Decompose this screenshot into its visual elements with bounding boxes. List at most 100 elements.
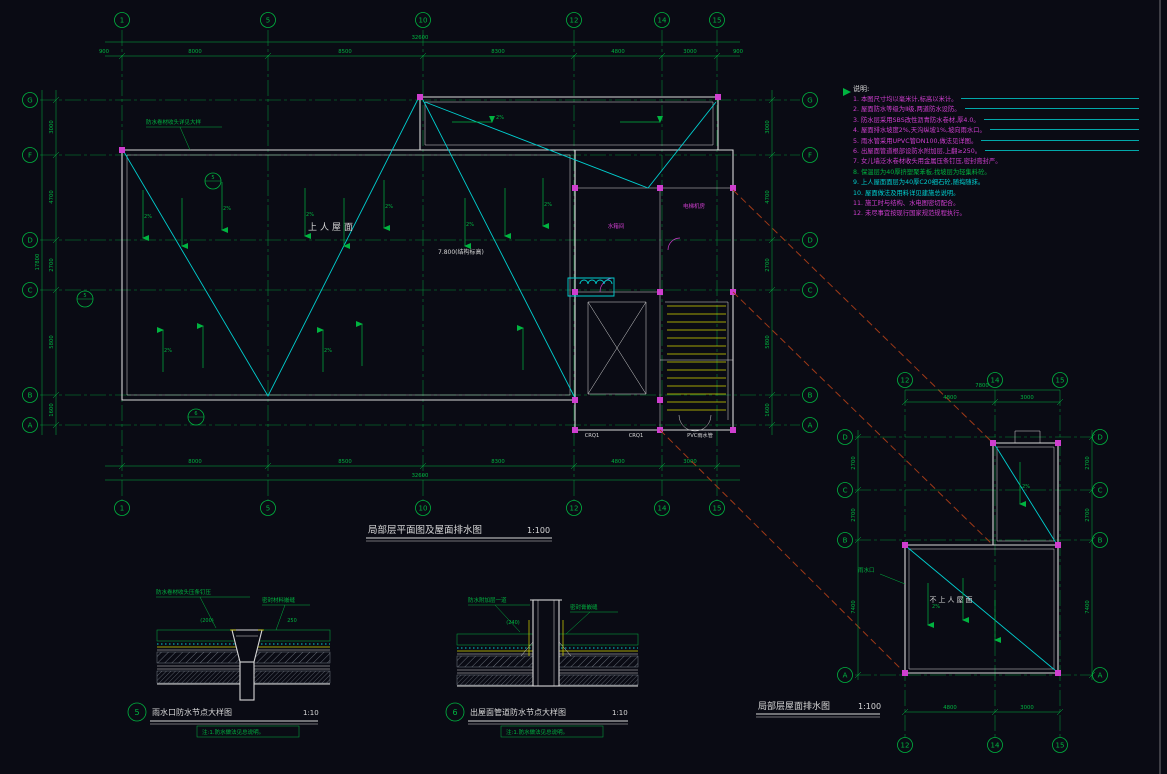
slope-label: 2% [1022,484,1030,490]
axis-bubble-label: G [807,97,812,105]
slope-label: 2% [385,204,393,210]
detail-dim: (240) [506,620,519,626]
axis-bubble-label: A [843,672,848,680]
small-plan: 4800 3000 7800 4800 3000 2700 2700 7400 … [756,372,1108,753]
note-line: 10. 屋面做法及用料详见建施总说明。 [853,189,960,197]
axis-bubble-label: B [1098,537,1103,545]
detail-number: 6 [452,708,457,717]
dim-label: 900 [733,49,744,55]
main-plan: 2% 2% 2% 2% 2% 2% 2% 2% 2% 上人屋面 7.800(结构… [76,94,736,542]
dim-label: 4700 [765,190,771,204]
detail-number-bubble [127,702,147,722]
axis-bubble-label: C [843,487,848,495]
axis-bubble-label: 12 [901,742,910,750]
dim-label: 1600 [765,403,771,417]
dim-total: 7800 [975,383,989,389]
axis-bubble-label: D [842,434,847,442]
notes-title: 说明: [853,85,870,93]
dim-label: 3000 [1020,395,1034,401]
dim-label: 2700 [49,258,55,272]
note-line: 11. 施工时与结构、水电图密切配合。 [853,200,960,208]
dim-label: 3000 [49,120,55,134]
dim-label: 8300 [491,49,505,55]
axis-bubble-label: A [1098,672,1103,680]
dim-label: 3000 [683,459,697,465]
note-line: 1. 本图尺寸均以毫米计,标高以米计。 [853,95,1139,105]
dim-label: 3000 [765,120,771,134]
axis-bubble-label: D [27,237,32,245]
elevation-label: 7.800(结构标高) [438,248,484,256]
axis-bubble-label: B [808,392,813,400]
detail-ref-marker: 5 [76,290,94,308]
axis-bubble-label: F [808,152,812,160]
detail-title: 雨水口防水节点大样图 [152,707,232,717]
dimensions-main: 8000 8500 8300 4800 3000 32600 900 900 8… [35,35,776,481]
detail-ref-marker: 6 [187,408,205,426]
axis-bubble-label: C [808,287,813,295]
dim-label: 3000 [1020,705,1034,711]
dim-label: 2700 [765,258,771,272]
note-line: 3. 防水层采用SBS改性沥青防水卷材,厚4.0。 [853,116,1139,126]
dim-label: 2700 [1085,456,1091,470]
dim-label: 7400 [851,600,857,614]
slope-label: 2% [223,206,231,212]
dim-label: 7400 [1085,600,1091,614]
wall-tag: CRQ1 [585,433,600,439]
dim-label: 900 [99,49,110,55]
main-plan-title: 局部层平面图及屋面排水图 [368,524,482,536]
detail-ref-number: 5 [211,175,214,181]
slope-label: 2% [466,222,474,228]
axis-bubble-label: 15 [713,505,722,513]
note-line: 2. 屋面防水等级为Ⅱ级,两道防水设防。 [853,105,1139,115]
detail-note-box [196,725,300,738]
axis-bubble-label: 10 [419,17,428,25]
axis-bubble-label: 15 [1056,377,1065,385]
dim-label: 8000 [188,459,202,465]
projection-lines [659,189,994,674]
dim-total: 17800 [35,253,41,270]
axis-grid-small [855,390,1092,737]
dim-label: 8500 [338,459,352,465]
axis-bubble-label: 14 [991,742,1000,750]
detail-ref-number: 6 [194,411,197,417]
detail-label: 防水附加层一道 [468,596,507,604]
room-label: 水箱间 [608,222,625,230]
note-line: 9. 上人屋面面层为40厚C20细石砼,随捣随抹。 [853,179,985,187]
pipe-tag: PVC雨水管 [687,431,713,439]
detail-ref-number: 5 [83,293,86,299]
note-line: 4. 屋面排水坡度2%,天沟纵坡1%,坡向雨水口。 [853,126,1139,136]
detail-5: 防水卷材收头压条钉压 密封材料嵌缝 (200) 250 5 雨水口防水节点大样图… [127,588,331,738]
slope-label: 2% [932,604,940,610]
detail-6: 防水附加层一道 密封膏嵌缝 (240) 6 出屋面管道防水节点大样图 1:10 … [445,596,639,738]
leader-label: 雨水口 [858,566,875,574]
general-notes: 说明: 1. 本图尺寸均以毫米计,标高以米计。 2. 屋面防水等级为Ⅱ级,两道防… [853,84,1139,220]
axis-bubble-label: 14 [991,377,1000,385]
axis-bubble-label: 1 [120,17,124,25]
roof-label: 不上人屋面 [930,595,975,604]
axis-bubble-label: C [1098,487,1103,495]
axis-bubble-label: 15 [713,17,722,25]
dim-label: 2700 [1085,508,1091,522]
detail-note-box [500,725,604,738]
dim-label: 4800 [611,459,625,465]
axis-bubble-label: 15 [1056,742,1065,750]
drain-pipe [239,661,255,701]
detail-ref-marker: 5 [204,172,222,190]
slope-label: 2% [324,348,332,354]
detail-label: 密封材料嵌缝 [262,596,296,604]
axis-bubble-label: G [27,97,32,105]
small-plan-title: 局部层屋面排水图 [758,700,830,712]
slope-label: 2% [496,115,504,121]
axis-bubble-label: 5 [266,17,270,25]
axis-bubble-label: 14 [658,505,667,513]
dim-label: 5800 [765,335,771,349]
axis-bubble-label: 14 [658,17,667,25]
axis-bubble-label: A [28,422,33,430]
detail-dim: (200) [200,618,213,624]
axis-bubble-label: B [28,392,33,400]
note-line: 5. 雨水管采用UPVC管DN100,做法见详图。 [853,137,1139,147]
axis-bubble-label: B [843,537,848,545]
detail-number: 5 [134,708,139,717]
